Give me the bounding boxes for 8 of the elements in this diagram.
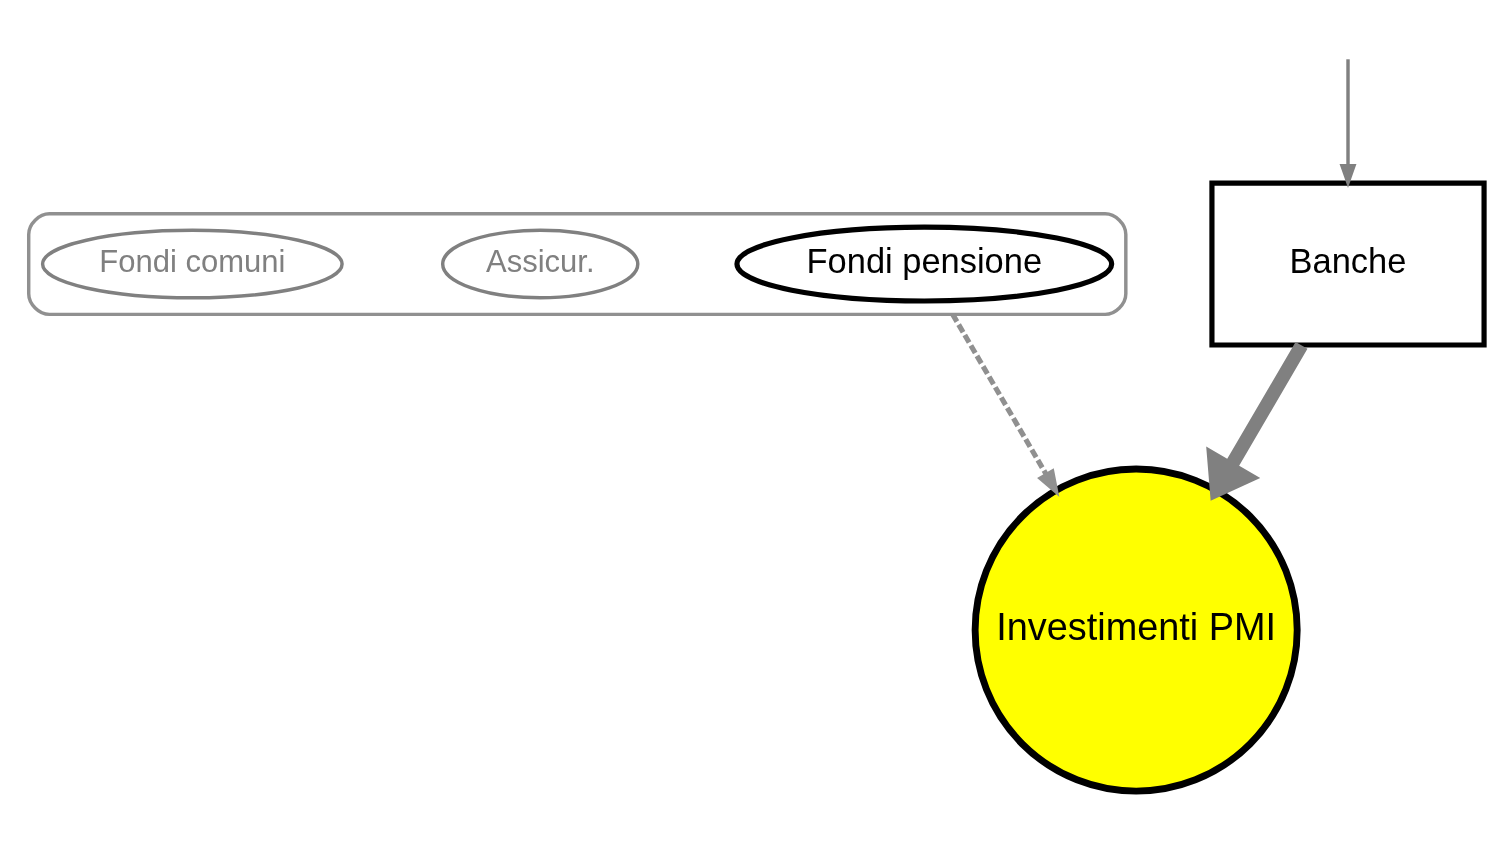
arrow	[1206, 341, 1308, 501]
node-ellipse: Assicur.	[440, 228, 640, 300]
arrow	[950, 313, 1060, 497]
node-ellipse: Fondi pensione	[734, 224, 1115, 304]
arrow	[1339, 59, 1357, 189]
node-ellipse: Fondi comuni	[40, 228, 344, 300]
node-box: Banche	[1209, 180, 1487, 348]
cluster	[27, 212, 1128, 317]
